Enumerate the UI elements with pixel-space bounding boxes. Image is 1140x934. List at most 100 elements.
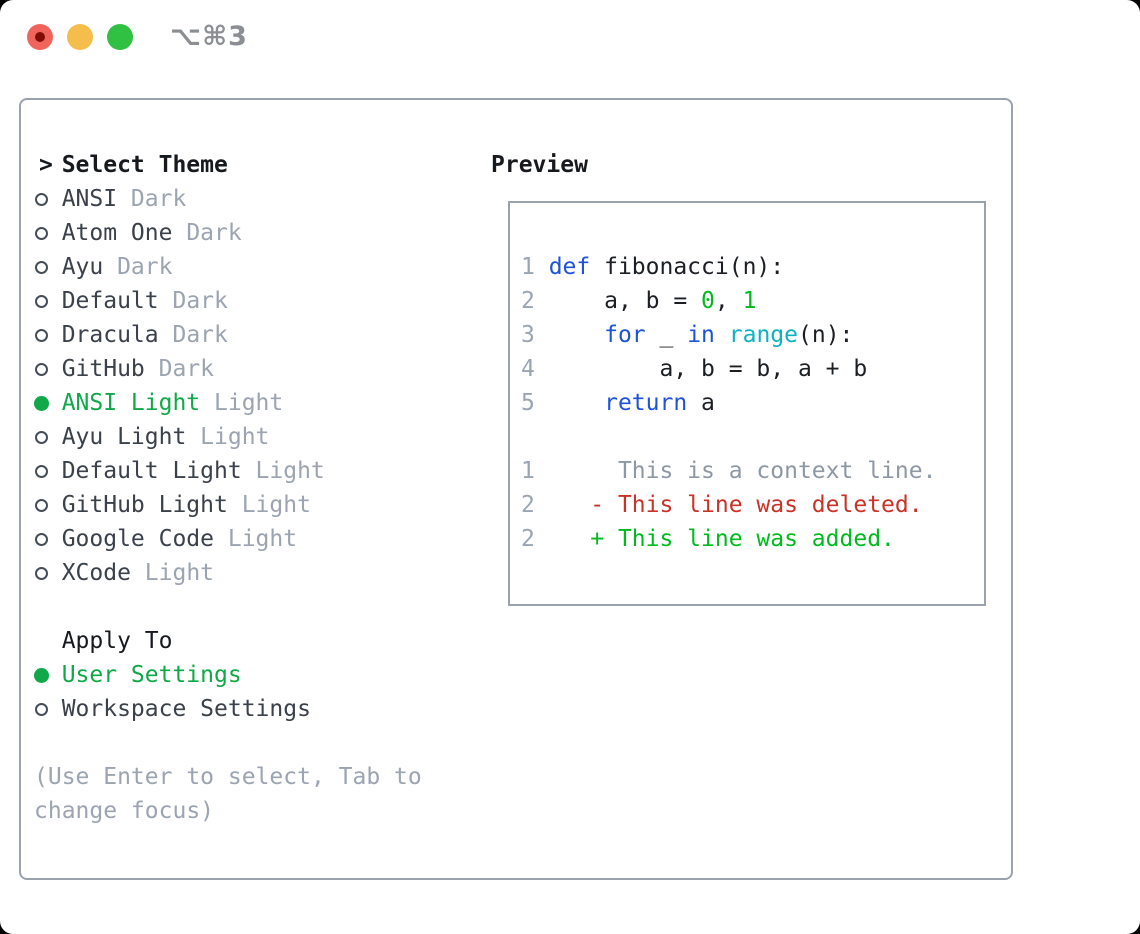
theme-variant-label: Light [227, 526, 298, 552]
select-theme-header-row: > Select Theme [34, 148, 422, 182]
code-segment: 2 [521, 526, 535, 552]
radio-icon [35, 702, 48, 716]
theme-variant-label: Light [144, 560, 215, 586]
theme-option-marker [34, 362, 62, 376]
apply-option-user-settings[interactable]: User Settings [34, 658, 422, 692]
code-segment: 2 [521, 288, 535, 314]
theme-variant-label: Dark [186, 220, 242, 246]
theme-variant-label: Light [214, 390, 284, 416]
select-theme-header: Select Theme [61, 152, 228, 178]
code-line: 2 - This line was deleted. [521, 488, 984, 522]
code-segment: in [687, 322, 715, 348]
window-title: ⌥⌘3 [170, 21, 248, 52]
radio-icon [35, 260, 48, 274]
code-segment: fibonacci(n): [590, 254, 785, 280]
theme-option-marker [34, 328, 62, 342]
theme-option-marker [34, 566, 62, 580]
radio-icon [35, 226, 48, 240]
code-segment: 4 [521, 356, 535, 382]
cursor-marker-icon: > [39, 152, 53, 178]
theme-option-default-light[interactable]: Default Light Light [34, 454, 422, 488]
code-segment: a [687, 390, 715, 416]
help-text-line-1: (Use Enter to select, Tab to [34, 764, 422, 790]
theme-option-google-code[interactable]: Google Code Light [34, 522, 422, 556]
apply-to-header: Apply To [61, 628, 173, 654]
theme-option-label: ANSI [61, 186, 118, 212]
theme-option-label: GitHub [61, 356, 145, 382]
minimize-button[interactable] [67, 24, 93, 50]
code-segment [535, 390, 604, 416]
theme-option-label: Atom One [61, 220, 173, 246]
code-line: 4 a, b = b, a + b [521, 352, 984, 386]
code-segment: range [728, 322, 799, 348]
theme-variant-label: Dark [117, 254, 173, 280]
theme-variant-label: Dark [158, 356, 215, 382]
theme-option-marker [34, 430, 62, 444]
code-segment: (n): [798, 322, 854, 348]
theme-option-marker [34, 464, 62, 478]
theme-variant-label: Light [241, 492, 311, 518]
code-segment: a, b = [534, 288, 702, 314]
code-line: 1 def fibonacci(n): [521, 250, 984, 284]
radio-icon [35, 192, 48, 206]
theme-variant-label: Light [200, 424, 270, 450]
theme-option-marker [34, 226, 62, 240]
close-button[interactable] [27, 24, 53, 50]
code-segment: 3 [521, 322, 535, 348]
spacer [34, 590, 422, 624]
apply-option-label: Workspace Settings [61, 696, 311, 722]
apply-option-marker [34, 702, 62, 716]
code-segment: 2 [521, 492, 535, 518]
theme-variant-label: Light [255, 458, 325, 484]
radio-selected-icon [34, 667, 49, 683]
theme-option-atom-one[interactable]: Atom One Dark [34, 216, 422, 250]
code-segment: , [714, 288, 743, 314]
apply-to-header-row: Apply To [34, 624, 422, 658]
radio-icon [35, 362, 48, 376]
radio-icon [35, 328, 48, 342]
theme-option-github[interactable]: GitHub Dark [34, 352, 422, 386]
theme-option-marker [34, 260, 62, 274]
radio-icon [35, 566, 48, 580]
code-line: 5 return a [521, 386, 984, 420]
code-segment: return [604, 390, 688, 416]
theme-option-label: Google Code [61, 526, 215, 552]
theme-option-marker [34, 395, 62, 411]
code-segment [535, 492, 590, 518]
code-segment: def [548, 254, 591, 280]
code-line [521, 420, 984, 454]
code-line: 1 This is a context line. [521, 454, 984, 488]
theme-option-marker [34, 498, 62, 512]
code-segment: 1 [742, 288, 757, 314]
code-segment: _ [645, 322, 688, 348]
code-segment: - This line was deleted. [590, 492, 923, 518]
theme-option-marker [34, 294, 62, 308]
spacer [34, 726, 422, 760]
theme-option-label: Default Light [61, 458, 242, 484]
code-segment [535, 322, 604, 348]
apply-option-workspace-settings[interactable]: Workspace Settings [34, 692, 422, 726]
theme-option-label: GitHub Light [61, 492, 228, 518]
preview-header: Preview [491, 152, 588, 178]
code-segment: 0 [701, 288, 715, 314]
theme-option-github-light[interactable]: GitHub Light Light [34, 488, 422, 522]
code-line: 3 for _ in range(n): [521, 318, 984, 352]
code-segment: + This line was added. [590, 526, 895, 552]
code-line: 2 a, b = 0, 1 [521, 284, 984, 318]
code-segment: This is a context line. [534, 458, 937, 484]
theme-option-label: Ayu Light [61, 424, 187, 450]
theme-option-ayu-light[interactable]: Ayu Light Light [34, 420, 422, 454]
zoom-button[interactable] [107, 24, 133, 50]
code-line: 2 + This line was added. [521, 522, 984, 556]
